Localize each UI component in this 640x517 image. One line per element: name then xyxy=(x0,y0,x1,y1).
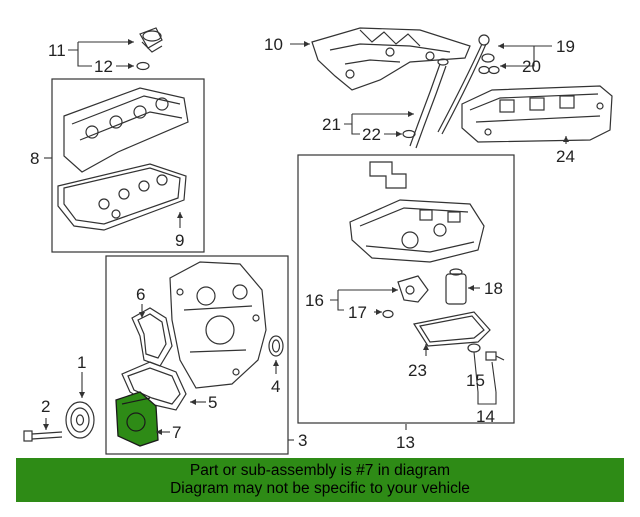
highlighted-part-7 xyxy=(115,391,159,447)
arrow-heads xyxy=(43,39,569,435)
filler-cap-seal xyxy=(136,61,150,71)
valve-cover-gasket xyxy=(57,163,187,231)
callout-11: 11 xyxy=(48,41,66,60)
upper-oil-pan xyxy=(461,85,613,143)
callout-13: 13 xyxy=(396,433,415,452)
dipstick-seals xyxy=(478,53,500,75)
drain-plug-washer xyxy=(467,343,481,353)
callout-labels: 1 2 3 4 5 6 7 8 9 10 11 12 13 14 15 16 1… xyxy=(30,35,575,452)
leader-lines xyxy=(44,41,567,441)
callout-3: 3 xyxy=(298,431,307,450)
info-banner: Part or sub-assembly is #7 in diagram Di… xyxy=(16,458,624,502)
callout-12: 12 xyxy=(94,57,113,76)
oil-level-sensor xyxy=(397,275,429,303)
timing-cover-gasket xyxy=(131,307,173,367)
callout-17: 17 xyxy=(348,303,367,322)
dipstick-tube xyxy=(409,58,449,149)
callout-7: 7 xyxy=(172,423,181,442)
cylinder-head-cover xyxy=(63,87,189,173)
callout-8: 8 xyxy=(30,149,39,168)
callout-16: 16 xyxy=(305,291,324,310)
timing-cover-gasket-inner xyxy=(137,313,167,359)
lower-crankcase xyxy=(349,199,485,263)
banner-line-2: Diagram may not be specific to your vehi… xyxy=(170,480,470,497)
oil-dipstick xyxy=(437,34,490,135)
pulley-bolt xyxy=(23,430,63,442)
group-box-8 xyxy=(51,78,205,253)
group-box-3 xyxy=(105,255,289,455)
callout-20: 20 xyxy=(522,57,541,76)
callout-19: 19 xyxy=(556,37,575,56)
crankshaft-front-seal xyxy=(268,335,284,357)
crankshaft-pulley xyxy=(65,401,95,439)
callout-1: 1 xyxy=(77,353,86,372)
timing-cover xyxy=(169,261,267,389)
callout-2: 2 xyxy=(41,397,50,416)
callout-4: 4 xyxy=(271,377,280,396)
callout-18: 18 xyxy=(484,279,503,298)
bracket-top xyxy=(369,161,407,189)
sensor-seal xyxy=(382,309,394,319)
callout-21: 21 xyxy=(322,115,341,134)
group-box-13 xyxy=(297,154,515,424)
callout-14: 14 xyxy=(476,407,495,426)
engine-cover xyxy=(311,27,471,91)
drain-plug xyxy=(485,351,505,361)
callout-5: 5 xyxy=(208,393,217,412)
callout-10: 10 xyxy=(264,35,283,54)
water-pump-gasket-inner xyxy=(127,367,181,405)
dipstick-tube-seal xyxy=(402,129,416,139)
callout-9: 9 xyxy=(175,231,184,250)
banner-line-1: Part or sub-assembly is #7 in diagram xyxy=(189,462,451,479)
lower-oil-pan xyxy=(413,311,491,347)
callout-24: 24 xyxy=(556,147,575,166)
callout-15: 15 xyxy=(466,371,485,390)
callout-6: 6 xyxy=(136,285,145,304)
oil-filter xyxy=(445,268,467,305)
oil-filler-cap xyxy=(139,27,163,53)
callout-23: 23 xyxy=(408,361,427,380)
callout-22: 22 xyxy=(362,125,381,144)
